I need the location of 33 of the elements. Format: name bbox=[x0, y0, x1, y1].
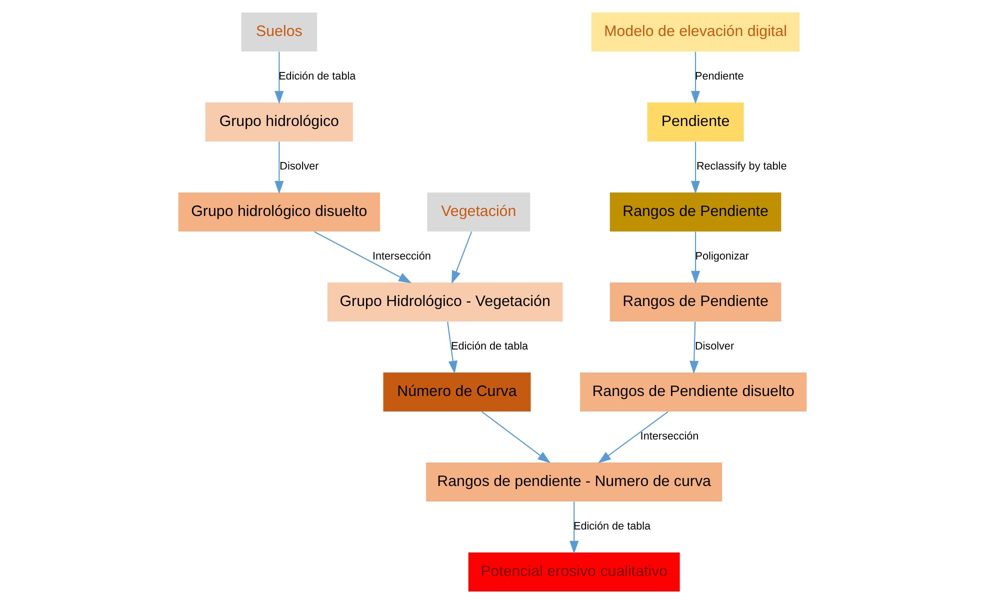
node-box: Rangos de Pendiente disuelto bbox=[580, 372, 806, 412]
node-box: Modelo de elevación digital bbox=[590, 12, 800, 52]
edge-label: Poligonizar bbox=[694, 250, 748, 263]
edge-label: Intersección bbox=[640, 430, 698, 443]
arrow bbox=[690, 142, 700, 194]
edge-label: Disolver bbox=[279, 160, 318, 173]
edge-label: Edición de tabla bbox=[450, 340, 528, 353]
node-box: Rangos de Pendiente bbox=[609, 282, 781, 322]
node-box: Número de Curva bbox=[382, 372, 530, 412]
arrow bbox=[274, 52, 284, 104]
node-box: Rangos de pendiente - Numero de curva bbox=[426, 462, 722, 502]
node-box: Rangos de Pendiente bbox=[609, 192, 781, 232]
arrow bbox=[314, 231, 412, 284]
edge-label: Intersección bbox=[372, 250, 430, 263]
arrow bbox=[274, 142, 284, 194]
node-box: Suelos bbox=[240, 12, 317, 52]
arrow bbox=[569, 502, 578, 554]
node-box: Grupo Hidrológico - Vegetación bbox=[326, 282, 562, 322]
arrow bbox=[481, 411, 550, 464]
edge-label: Disolver bbox=[694, 340, 734, 353]
node-box: Potencial erosivo cualitativo bbox=[468, 552, 680, 592]
node-box: Grupo hidrológico bbox=[204, 102, 352, 142]
edge-label: Edición de tabla bbox=[278, 70, 356, 83]
arrow bbox=[446, 322, 457, 374]
edge-label: Reclassify by table bbox=[696, 160, 786, 173]
node-box: Vegetación bbox=[426, 192, 530, 232]
arrow bbox=[690, 232, 700, 284]
node-box: Grupo hidrológico disuelto bbox=[178, 192, 380, 232]
arrow bbox=[689, 322, 698, 374]
arrow bbox=[451, 232, 472, 284]
node-box: Pendiente bbox=[646, 102, 744, 142]
arrow bbox=[690, 52, 700, 104]
arrow bbox=[598, 411, 668, 464]
